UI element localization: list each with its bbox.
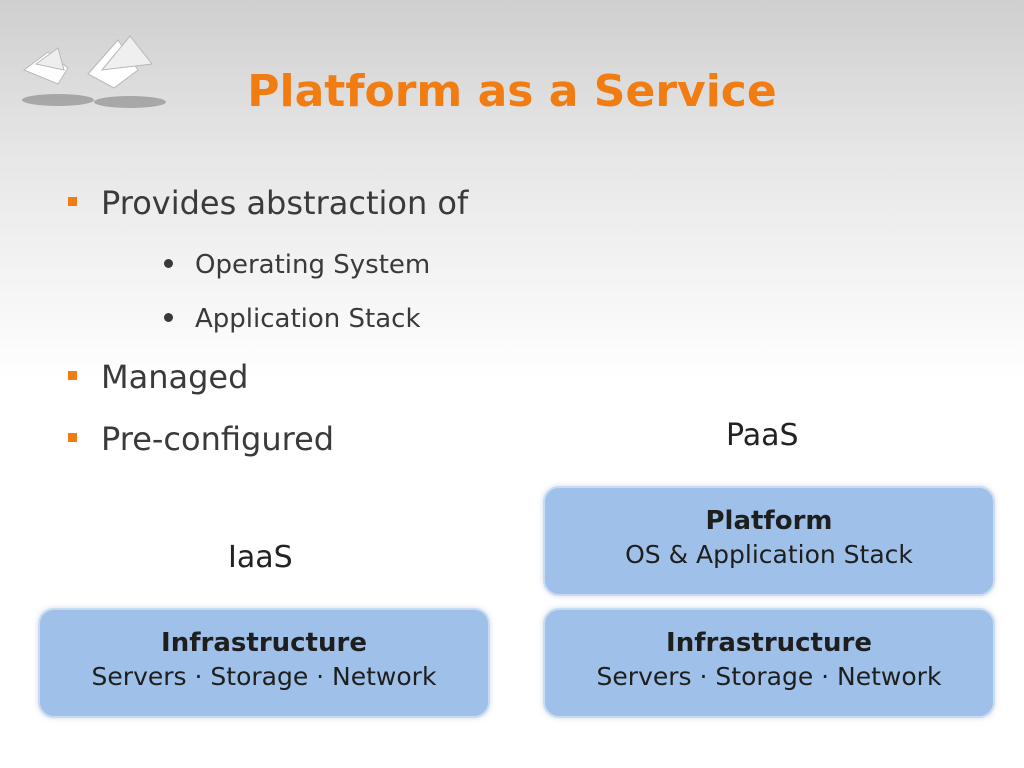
sub-bullet-application-stack: Application Stack <box>164 304 421 334</box>
bullet-text: Pre-configured <box>101 420 335 458</box>
bullet-pre-configured: Pre-configured <box>68 420 334 458</box>
paas-label: PaaS <box>726 418 799 453</box>
sub-bullet-text: Application Stack <box>195 304 421 334</box>
orange-square-bullet-icon <box>68 196 77 206</box>
orange-square-bullet-icon <box>68 370 77 380</box>
box-title: Infrastructure <box>666 628 872 658</box>
bullet-provides-abstraction: Provides abstraction of <box>68 184 468 222</box>
box-title: Platform <box>705 506 833 536</box>
box-subtitle: Servers · Storage · Network <box>596 662 942 691</box>
bullet-text: Provides abstraction of <box>101 184 469 222</box>
sub-bullet-operating-system: Operating System <box>164 250 430 280</box>
paas-platform-box: Platform OS & Application Stack <box>543 486 995 596</box>
sub-bullet-text: Operating System <box>195 250 431 280</box>
paper-cranes-logo-icon <box>22 35 166 108</box>
slide-title: Platform as a Service <box>247 66 777 117</box>
box-subtitle: Servers · Storage · Network <box>91 662 437 691</box>
box-title: Infrastructure <box>161 628 367 658</box>
bullet-text: Managed <box>101 358 249 396</box>
iaas-infrastructure-box: Infrastructure Servers · Storage · Netwo… <box>38 608 490 718</box>
box-subtitle: OS & Application Stack <box>625 540 913 569</box>
orange-square-bullet-icon <box>68 432 77 442</box>
bullet-managed: Managed <box>68 358 248 396</box>
iaas-label: IaaS <box>228 540 293 575</box>
dot-bullet-icon <box>164 259 173 268</box>
paas-infrastructure-box: Infrastructure Servers · Storage · Netwo… <box>543 608 995 718</box>
dot-bullet-icon <box>164 313 173 322</box>
